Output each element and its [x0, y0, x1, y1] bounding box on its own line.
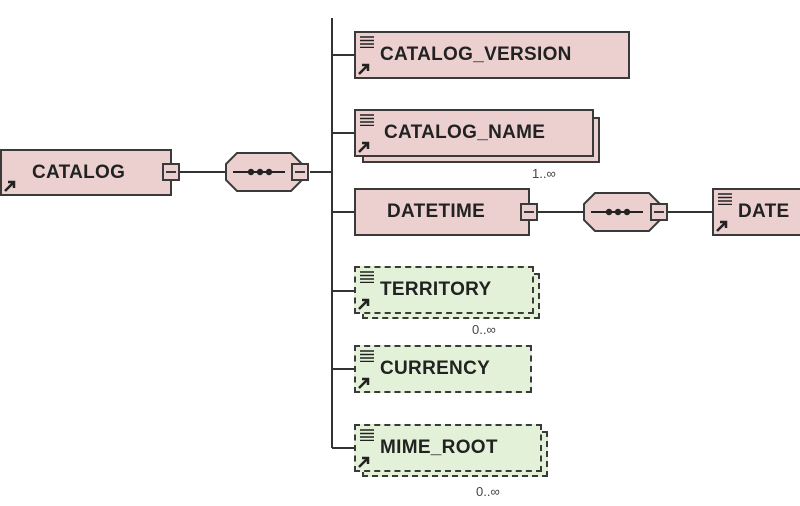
text-content-icon	[360, 36, 374, 48]
catalog-version-label: CATALOG_VERSION	[380, 44, 572, 65]
text-content-icon	[360, 350, 374, 362]
text-content-icon	[360, 271, 374, 283]
reference-arrow-icon	[358, 377, 370, 389]
catalog-name-cardinality: 1..∞	[532, 166, 556, 181]
reference-arrow-icon	[716, 220, 728, 232]
catalog-name-element[interactable]: CATALOG_NAME	[354, 109, 594, 157]
sequence-compositor[interactable]: sequence	[225, 152, 303, 192]
reference-arrow-icon	[358, 141, 370, 153]
reference-arrow-icon	[4, 180, 16, 192]
mime-root-element[interactable]: MIME_ROOT	[354, 424, 542, 472]
catalog-label: CATALOG	[32, 161, 126, 183]
reference-arrow-icon	[358, 63, 370, 75]
catalog-name-label: CATALOG_NAME	[384, 122, 546, 143]
reference-arrow-icon	[358, 298, 370, 310]
datetime-sequence-collapse-toggle[interactable]	[650, 203, 668, 221]
territory-label: TERRITORY	[380, 279, 492, 300]
date-element[interactable]: DATE	[712, 188, 800, 236]
text-content-icon	[360, 429, 374, 441]
text-content-icon	[718, 193, 732, 205]
mime-root-label: MIME_ROOT	[380, 437, 498, 458]
date-label: DATE	[738, 201, 790, 222]
text-content-icon	[360, 114, 374, 126]
sequence-compositor-icon	[583, 192, 661, 232]
datetime-element[interactable]: DATETIME	[354, 188, 530, 236]
datetime-label: DATETIME	[387, 201, 486, 222]
reference-arrow-icon	[358, 456, 370, 468]
mime-root-cardinality: 0..∞	[476, 484, 500, 499]
sequence-collapse-toggle[interactable]	[291, 163, 309, 181]
currency-element[interactable]: CURRENCY	[354, 345, 532, 393]
datetime-collapse-toggle[interactable]	[520, 203, 538, 221]
catalog-collapse-toggle[interactable]	[162, 163, 180, 181]
sequence-compositor-icon	[225, 152, 303, 192]
territory-element[interactable]: TERRITORY	[354, 266, 534, 314]
catalog-element[interactable]: CATALOG	[0, 149, 172, 196]
datetime-sequence-compositor[interactable]	[583, 192, 661, 232]
territory-cardinality: 0..∞	[472, 322, 496, 337]
catalog-version-element[interactable]: CATALOG_VERSION	[354, 31, 630, 79]
currency-label: CURRENCY	[380, 358, 491, 379]
